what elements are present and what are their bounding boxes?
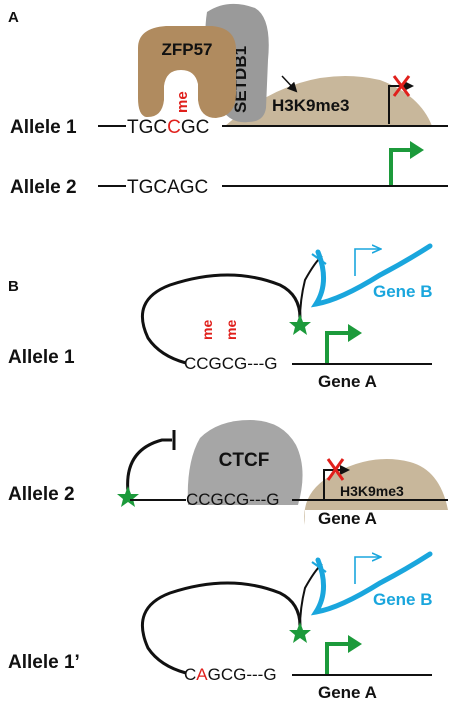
gene-b-strand-inner-b3	[311, 561, 327, 573]
enhancer-star-b2	[117, 486, 139, 507]
zfp57-label: ZFP57	[161, 40, 212, 59]
repression-x-icon-b2	[326, 458, 345, 481]
zfp57-protein	[138, 26, 236, 118]
allele1-sequence: TGCCGC	[127, 117, 209, 138]
gene-b-strand-b3	[310, 551, 433, 616]
methyl-mark-a: me	[174, 91, 191, 113]
panel-a-label: A	[8, 9, 19, 26]
blocked-loop-b2	[126, 438, 172, 493]
gene-b-strand-inner-b1	[311, 253, 327, 265]
h3k9me3-dome-a	[225, 76, 432, 126]
active-promoter-arrowhead-a	[410, 141, 424, 159]
ctcf-label: CTCF	[219, 450, 270, 471]
panel-b-label: B	[8, 278, 19, 295]
chromatin-loop-b3	[140, 581, 302, 675]
active-promoter-arrow-a	[389, 148, 414, 185]
loop-tether-b1	[299, 255, 323, 321]
h3k9me3-label-b: H3K9me3	[340, 483, 404, 499]
allele1-prime-label-b: Allele 1’	[8, 652, 80, 673]
gene-b-label-b1: Gene B	[373, 282, 433, 301]
gene-b-strand-b1	[310, 243, 433, 308]
allele1-label-b: Allele 1	[8, 347, 75, 368]
gene-a-label-b2: Gene A	[318, 509, 377, 528]
gene-a-label-b1: Gene A	[318, 372, 377, 391]
enhancer-star-b3	[289, 622, 311, 643]
gene-b-promoter-arrow-b1	[354, 249, 380, 276]
gene-a-active-arrowhead-b1	[348, 324, 362, 342]
sequence-b1: CCGCG---G	[184, 354, 277, 373]
chromatin-loop-b1	[140, 273, 302, 365]
silenced-promoter-arrow-a	[388, 81, 414, 124]
methyl-mark-b1-1: me	[199, 320, 215, 340]
sequence-b2: CCGCG---G	[186, 490, 279, 509]
gene-a-active-arrowhead-b3	[348, 635, 362, 653]
sequence-b3: CAGCG---G	[184, 665, 277, 684]
methyl-mark-b1-2: me	[223, 320, 239, 340]
silenced-promoter-arrow-b2	[323, 465, 350, 499]
setdb1-to-h3k9me3-arrow	[281, 75, 298, 93]
gene-b-promoter-arrow-b3	[354, 557, 380, 584]
gene-b-label-b3: Gene B	[373, 590, 433, 609]
repression-x-icon-a	[392, 75, 411, 97]
gene-a-active-arrow-b1	[325, 331, 352, 363]
ctcf-protein	[187, 420, 303, 505]
allele2-label-b: Allele 2	[8, 484, 75, 505]
gene-a-label-b3: Gene A	[318, 683, 377, 702]
loop-tether-b3	[299, 563, 323, 629]
gene-a-active-arrow-b3	[325, 642, 352, 674]
allele2-label-a: Allele 2	[10, 177, 77, 198]
allele2-sequence: TGCAGC	[127, 177, 208, 198]
h3k9me3-label-a: H3K9me3	[272, 96, 350, 115]
enhancer-star-b1	[289, 314, 311, 335]
allele1-label-a: Allele 1	[10, 117, 77, 138]
